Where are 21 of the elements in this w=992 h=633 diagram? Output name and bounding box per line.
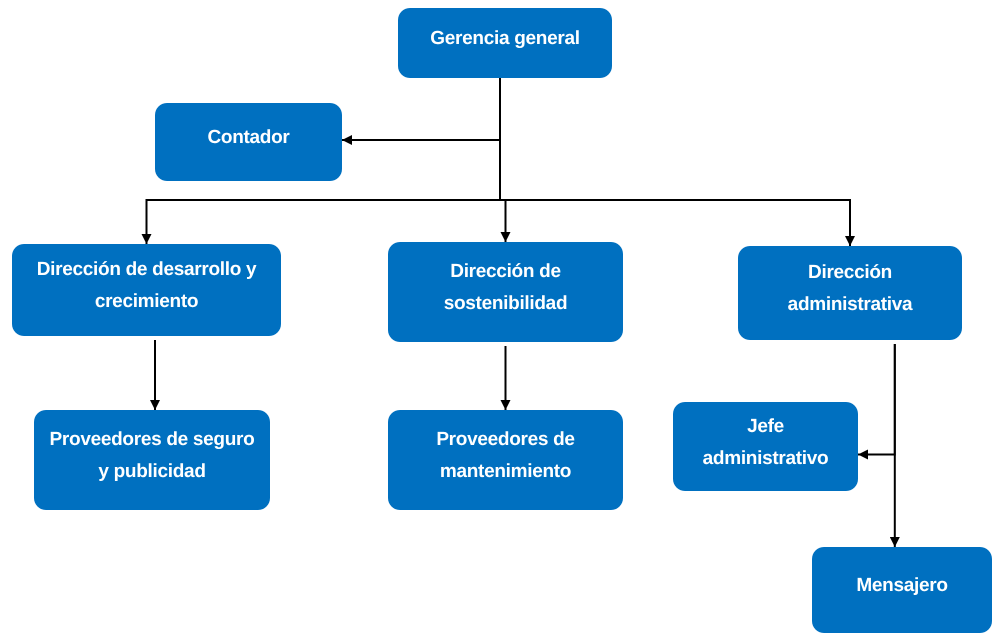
box-label: Dirección administrativa: [786, 261, 914, 317]
org-box: [738, 246, 962, 340]
org-box: [398, 8, 612, 78]
org-box: [155, 103, 342, 181]
org-box: [388, 410, 623, 510]
arrow: [890, 344, 900, 547]
box-label: Proveedores de mantenimiento: [435, 428, 576, 484]
box-label: Mensajero: [856, 574, 948, 598]
arrow: [500, 346, 510, 410]
org-box: [673, 402, 858, 491]
org-box: [812, 547, 992, 633]
box-label: Dirección de desarrollo y crecimiento: [36, 258, 258, 314]
box-label: Proveedores de seguro y publicidad: [48, 428, 256, 484]
org-box: [34, 410, 270, 510]
box-label: Dirección de sostenibilidad: [442, 260, 568, 316]
org-box: [12, 244, 281, 336]
org-box: [388, 242, 623, 342]
box-label: Contador: [207, 126, 290, 150]
box-label: Jefe administrativo: [702, 414, 830, 470]
arrow: [150, 340, 160, 410]
box-label: Gerencia general: [430, 27, 580, 51]
